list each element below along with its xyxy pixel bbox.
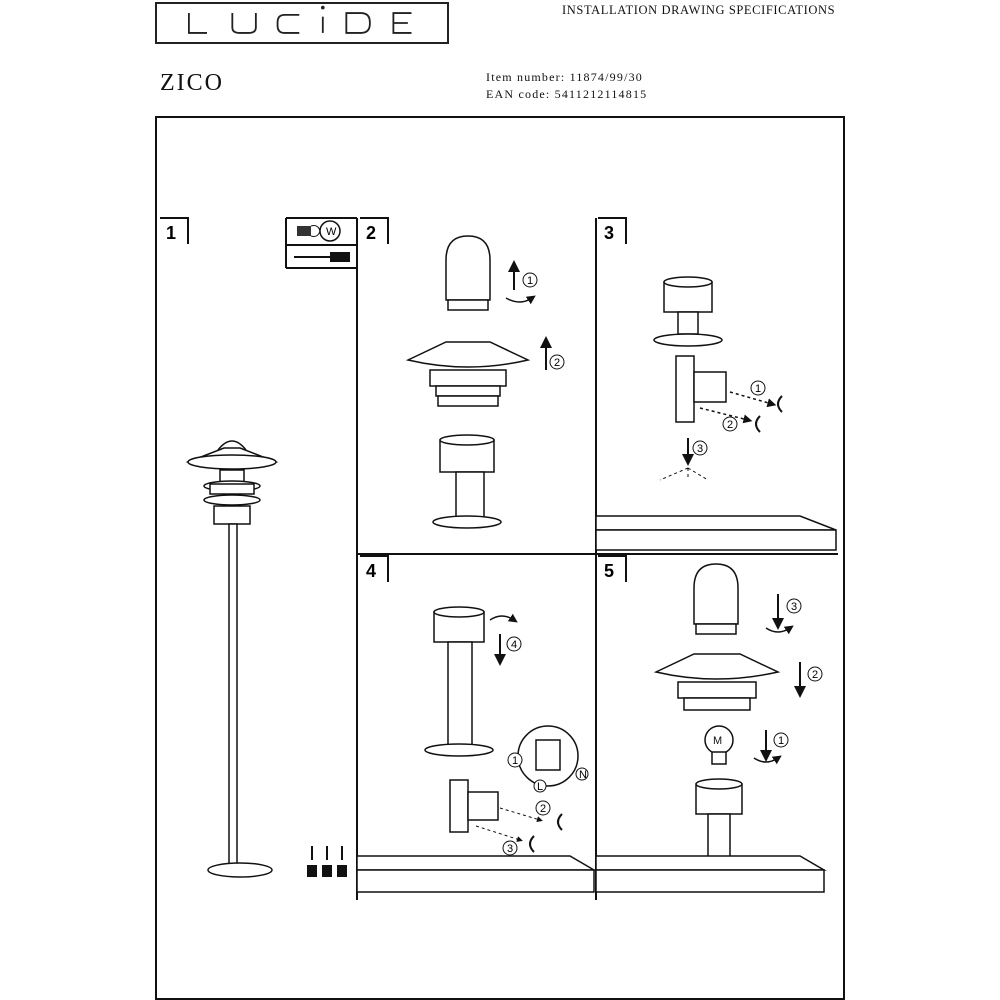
- step-4-panel: 4 4 1 L N: [356, 555, 597, 893]
- step-3-number: 3: [604, 223, 614, 243]
- step-3-callout-3-label: 3: [697, 443, 703, 455]
- step-4-callout-4-label: 4: [511, 639, 517, 651]
- terminal-n-label: N: [579, 769, 587, 781]
- step-4-callout-3-label: 3: [507, 843, 513, 855]
- glass-globe: [445, 235, 491, 311]
- model-name: ZICO: [160, 70, 224, 96]
- panel-grid: [285, 217, 838, 900]
- step-5-panel: 5 3 2 M 1: [595, 555, 827, 893]
- post-with-cap: [424, 606, 494, 757]
- step-3-callout-2-label: 2: [727, 419, 733, 431]
- step-4-junction-box: [449, 779, 499, 833]
- ean-code: EAN code: 5411212114815: [486, 87, 648, 101]
- wiring-detail: [517, 725, 579, 787]
- screw-set-icon: [307, 846, 347, 877]
- step-5-number: 5: [604, 561, 614, 581]
- step-5-lamp-shade: [653, 653, 781, 711]
- step-1-number: 1: [166, 223, 176, 243]
- post-top-part: [653, 276, 723, 347]
- step-4-mounting-base: [356, 855, 597, 893]
- step-1-panel: 1 W: [160, 217, 350, 878]
- step-3-callout-2: 2: [699, 407, 761, 433]
- mounting-base: [595, 515, 837, 551]
- step-4-callout-2: 2: [499, 800, 563, 831]
- bulb-wattage-label: W: [326, 226, 337, 238]
- step-2-callout-1-label: 1: [527, 275, 533, 287]
- step-4-callout-1-label: 1: [512, 755, 518, 767]
- step-5-callout-1-label: 1: [778, 735, 784, 747]
- step-4-callout-2-label: 2: [540, 803, 546, 815]
- step-5-bulb-label: M: [713, 735, 722, 747]
- step-5-bulb: M: [704, 725, 734, 765]
- step-2-callout-2-label: 2: [554, 357, 560, 369]
- step-5-number-box: 5: [598, 555, 627, 582]
- step-4-callout-3: 3: [475, 825, 535, 856]
- step-5-callout-3: 3: [765, 594, 802, 635]
- step-5-glass-globe: [693, 563, 739, 635]
- step-5-callout-2: 2: [794, 662, 823, 698]
- document-title: INSTALLATION DRAWING SPECIFICATIONS: [562, 3, 836, 17]
- step-4-number: 4: [366, 561, 376, 581]
- step-5-callout-3-label: 3: [791, 601, 797, 613]
- step-5-callout-2-label: 2: [812, 669, 818, 681]
- brand-logo: [155, 2, 449, 44]
- step-3-callout-3: 3: [659, 438, 709, 481]
- drawing-frame: [155, 116, 845, 1000]
- step-4-callout-4: 4: [489, 613, 522, 666]
- step-2-callout-2: 2: [540, 336, 565, 370]
- junction-box: [675, 355, 727, 423]
- step-2-callout-1: 1: [505, 260, 538, 305]
- step-1-number-box: 1: [160, 217, 189, 244]
- terminal-l-label: L: [537, 781, 543, 793]
- step-4-callout-1: 1 L N: [507, 752, 589, 793]
- assembled-lamp: [185, 440, 279, 878]
- step-3-callout-1-label: 1: [755, 383, 761, 395]
- screwdriver-icon: [294, 252, 350, 262]
- step-3-number-box: 3: [598, 217, 627, 244]
- bulb-icon: W: [297, 220, 341, 242]
- item-number: Item number: 11874/99/30: [486, 70, 644, 84]
- step-2-number-box: 2: [360, 217, 389, 244]
- brand-logo-mark: [188, 5, 412, 34]
- step-2-panel: 2 1 2: [360, 217, 565, 529]
- step-4-number-box: 4: [360, 555, 389, 582]
- step-3-callout-1: 1: [729, 380, 783, 413]
- step-5-mounting-base: [595, 855, 827, 893]
- step-5-callout-1: 1: [753, 730, 789, 765]
- lamp-shade: [405, 341, 531, 407]
- post-section: [432, 434, 502, 529]
- step-2-number: 2: [366, 223, 376, 243]
- step-3-panel: 3 1 2 3: [595, 217, 837, 551]
